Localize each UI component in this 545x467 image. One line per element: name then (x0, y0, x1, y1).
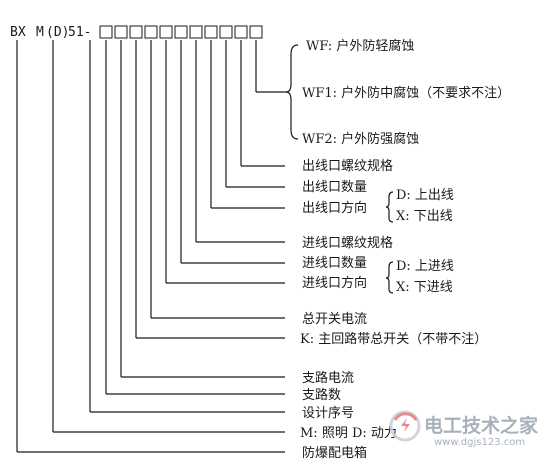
code-series: 51- (68, 25, 91, 40)
placeholder-box (129, 25, 143, 39)
code-letter-m: M (36, 25, 44, 40)
placeholder-box (159, 25, 173, 39)
label-outlet-count: 出线口数量 (302, 180, 367, 195)
outlet-brace (385, 191, 394, 223)
label-inlet-down: X: 下进线 (396, 280, 453, 295)
placeholder-box (249, 25, 263, 39)
label-outlet-up: D: 上出线 (396, 188, 454, 203)
label-design-no: 设计序号 (302, 406, 354, 421)
placeholder-box (204, 25, 218, 39)
corrosion-brace (285, 44, 299, 140)
label-branch-count: 支路数 (302, 387, 341, 403)
label-inlet-direction: 进线口方向 (302, 275, 367, 291)
label-outlet-down: X: 下出线 (396, 209, 453, 224)
label-outlet-direction: 出线口方向 (302, 200, 367, 216)
placeholder-box (144, 25, 158, 39)
placeholder-boxes (99, 25, 263, 39)
placeholder-box (114, 25, 128, 39)
label-wf1: WF1: 户外防中腐蚀（不要求不注） (302, 85, 510, 101)
label-main-switch: K: 主回路带总开关（不带不注） (300, 331, 487, 347)
placeholder-box (219, 25, 233, 39)
placeholder-box (174, 25, 188, 39)
watermark-text: 电工技术之家 (424, 414, 539, 437)
code-prefix: BX (10, 25, 26, 40)
label-outlet-thread: 出线口螺纹规格 (302, 158, 393, 174)
placeholder-box (189, 25, 203, 39)
box-leaders (105, 40, 287, 395)
label-wf2: WF2: 户外防强腐蚀 (302, 131, 419, 147)
inlet-brace (385, 261, 394, 294)
watermark-logo-icon (389, 410, 421, 442)
label-usage: M: 照明 D: 动力 (300, 426, 397, 441)
watermark: 电工技术之家 www.dgjs123.com (389, 410, 539, 448)
label-inlet-up: D: 上进线 (396, 259, 454, 274)
placeholder-box (234, 25, 248, 39)
watermark-url: www.dgjs123.com (434, 437, 525, 448)
label-inlet-count: 进线口数量 (302, 256, 367, 271)
label-main-current: 总开关电流 (302, 312, 367, 327)
code-letter-d: (D) (46, 25, 69, 40)
label-inlet-thread: 进线口螺纹规格 (302, 235, 393, 251)
label-branch-current: 支路电流 (302, 370, 354, 386)
label-product: 防爆配电箱 (302, 445, 367, 461)
placeholder-box (99, 25, 113, 39)
label-wf: WF: 户外防轻腐蚀 (306, 38, 414, 54)
